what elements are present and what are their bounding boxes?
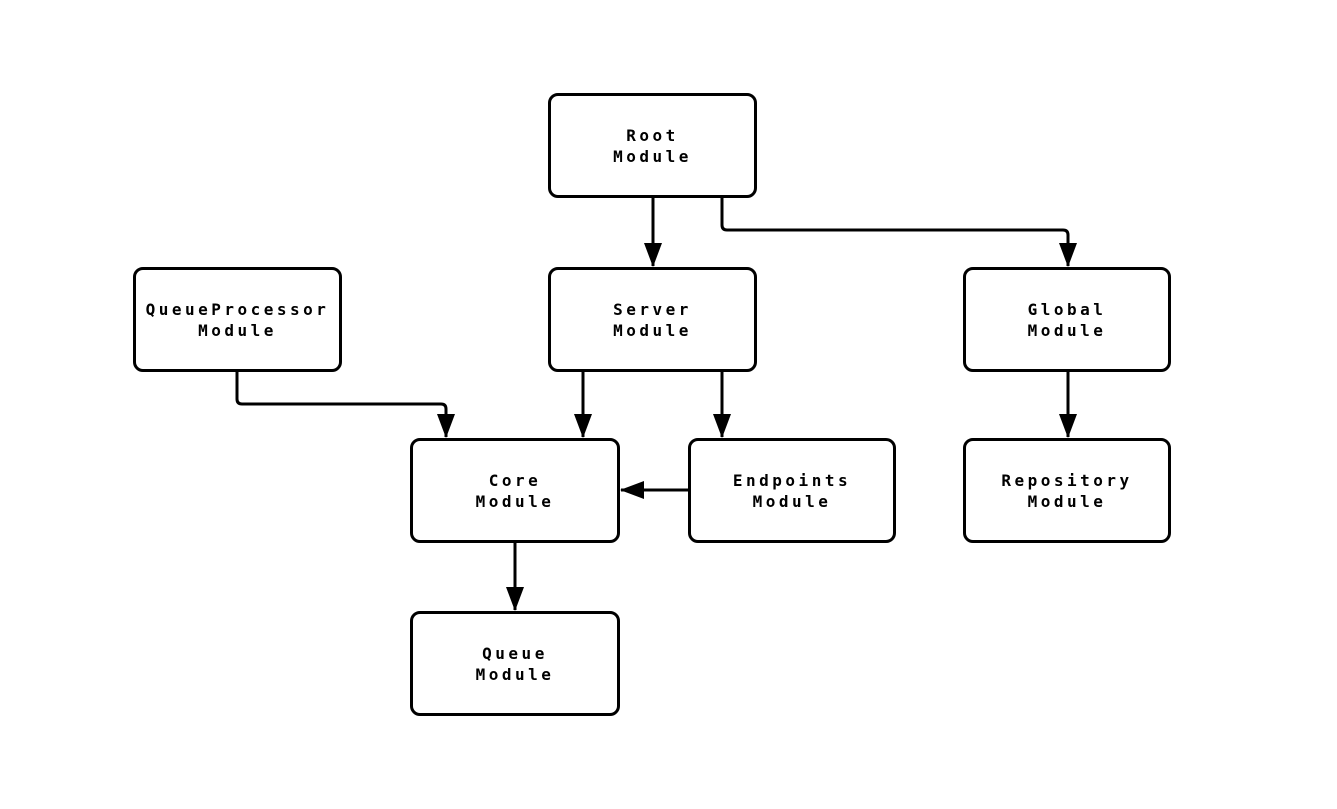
node-global: Global Module bbox=[963, 267, 1171, 372]
node-queue-label: Queue Module bbox=[475, 643, 555, 684]
node-repository-label: Repository Module bbox=[1001, 470, 1133, 511]
node-core-label: Core Module bbox=[475, 470, 555, 511]
edge-root-to-global bbox=[720, 198, 1077, 267]
node-endpoints: Endpoints Module bbox=[688, 438, 896, 543]
node-core: Core Module bbox=[410, 438, 620, 543]
node-server: Server Module bbox=[548, 267, 757, 372]
node-global-label: Global Module bbox=[1027, 299, 1107, 340]
edge-group bbox=[235, 198, 1077, 611]
node-queueprocessor-label: QueueProcessor Module bbox=[145, 299, 330, 340]
node-endpoints-label: Endpoints Module bbox=[732, 470, 852, 511]
node-repository: Repository Module bbox=[963, 438, 1171, 543]
node-root-label: Root Module bbox=[613, 125, 692, 166]
edge-queueprocessor-to-core bbox=[235, 372, 455, 438]
node-root: Root Module bbox=[548, 93, 757, 198]
node-queue: Queue Module bbox=[410, 611, 620, 716]
node-server-label: Server Module bbox=[613, 299, 692, 340]
node-queueprocessor: QueueProcessor Module bbox=[133, 267, 342, 372]
